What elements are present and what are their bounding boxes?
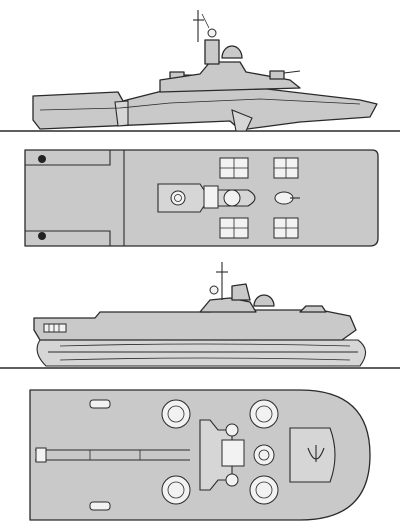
port-bollard (38, 155, 46, 163)
hatch (89, 399, 111, 409)
fore-gun-mount (299, 305, 327, 313)
bow-deck (289, 427, 336, 483)
exhaust-grille (43, 323, 67, 333)
hydrofoil-side-view (0, 10, 400, 132)
launcher-group-port (219, 157, 299, 179)
lift-fan-hub (167, 481, 185, 499)
starboard-bollard (38, 232, 46, 240)
lift-fan (161, 399, 191, 429)
gun-turret-plan (170, 190, 186, 206)
hovercraft-radome (253, 294, 275, 307)
mast-stay (201, 13, 210, 29)
fire-control-dish (207, 28, 217, 38)
hovercraft-top-view (29, 389, 371, 521)
lift-fan-hub (258, 449, 270, 461)
radar-plan (225, 423, 239, 437)
fore-gun-barrel (283, 70, 301, 74)
hatch (89, 501, 111, 511)
hovercraft-tower (231, 283, 251, 301)
skirt-fold (59, 357, 351, 361)
hovercraft-side-view (0, 262, 400, 369)
propeller-plan (35, 447, 47, 463)
lift-fan-hub (255, 405, 273, 423)
air-cushion-skirt (36, 339, 367, 367)
superstructure (159, 61, 301, 93)
hovercraft-antenna (209, 285, 219, 295)
radome-plan (223, 189, 241, 207)
lift-fan (253, 444, 275, 466)
lift-fan (249, 399, 279, 429)
bridge-tower (204, 39, 220, 65)
lift-fan (161, 475, 191, 505)
hydrofoil-top-view (24, 149, 379, 247)
lift-fan-hub (255, 481, 273, 499)
lift-fan-hub (167, 405, 185, 423)
hovercraft-hull (33, 309, 357, 341)
launcher-group-starboard (219, 217, 299, 239)
lift-fan (249, 475, 279, 505)
lift-fans (161, 399, 279, 505)
bridge-plan (221, 439, 245, 467)
bridge-plan (203, 185, 219, 209)
skirt-fold (59, 343, 351, 347)
missile-deck-outline (25, 149, 125, 247)
gun-turret-ring (174, 194, 182, 202)
fore-foil (231, 109, 253, 132)
fore-gun-mount (269, 70, 285, 80)
radome (221, 45, 243, 59)
radar-plan-aft (225, 473, 239, 487)
sheer-line (39, 98, 361, 111)
